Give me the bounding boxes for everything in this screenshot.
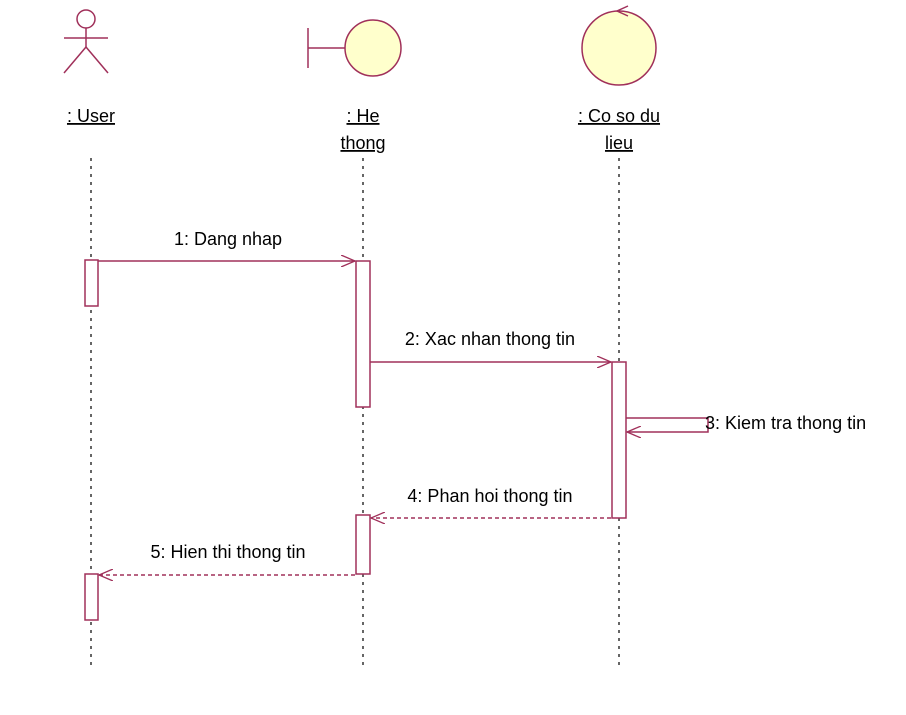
participant-label-he-thong-line2: thong bbox=[340, 133, 385, 153]
message-label-3: 3: Kiem tra thong tin bbox=[705, 413, 866, 433]
activation-he-thong-1 bbox=[355, 260, 371, 408]
message-label-4: 4: Phan hoi thong tin bbox=[407, 486, 572, 506]
participant-label-user: : User bbox=[67, 106, 115, 126]
activation-user-1 bbox=[84, 259, 99, 307]
message-arrow-3 bbox=[626, 417, 709, 432]
activation-user-2 bbox=[84, 573, 99, 621]
message-label-1: 1: Dang nhap bbox=[174, 229, 282, 249]
actor-icon bbox=[63, 9, 109, 74]
participant-label-co-so-du-lieu-line1: : Co so du bbox=[578, 106, 660, 126]
message-label-2: 2: Xac nhan thong tin bbox=[405, 329, 575, 349]
control-icon bbox=[581, 5, 657, 86]
participant-label-co-so-du-lieu-line2: lieu bbox=[605, 133, 633, 153]
activation-he-thong-2 bbox=[355, 514, 371, 575]
participant-label-he-thong-line1: : He bbox=[346, 106, 379, 126]
boundary-icon bbox=[307, 19, 402, 77]
message-label-5: 5: Hien thi thong tin bbox=[150, 542, 305, 562]
activation-co-so-du-lieu bbox=[611, 361, 627, 519]
